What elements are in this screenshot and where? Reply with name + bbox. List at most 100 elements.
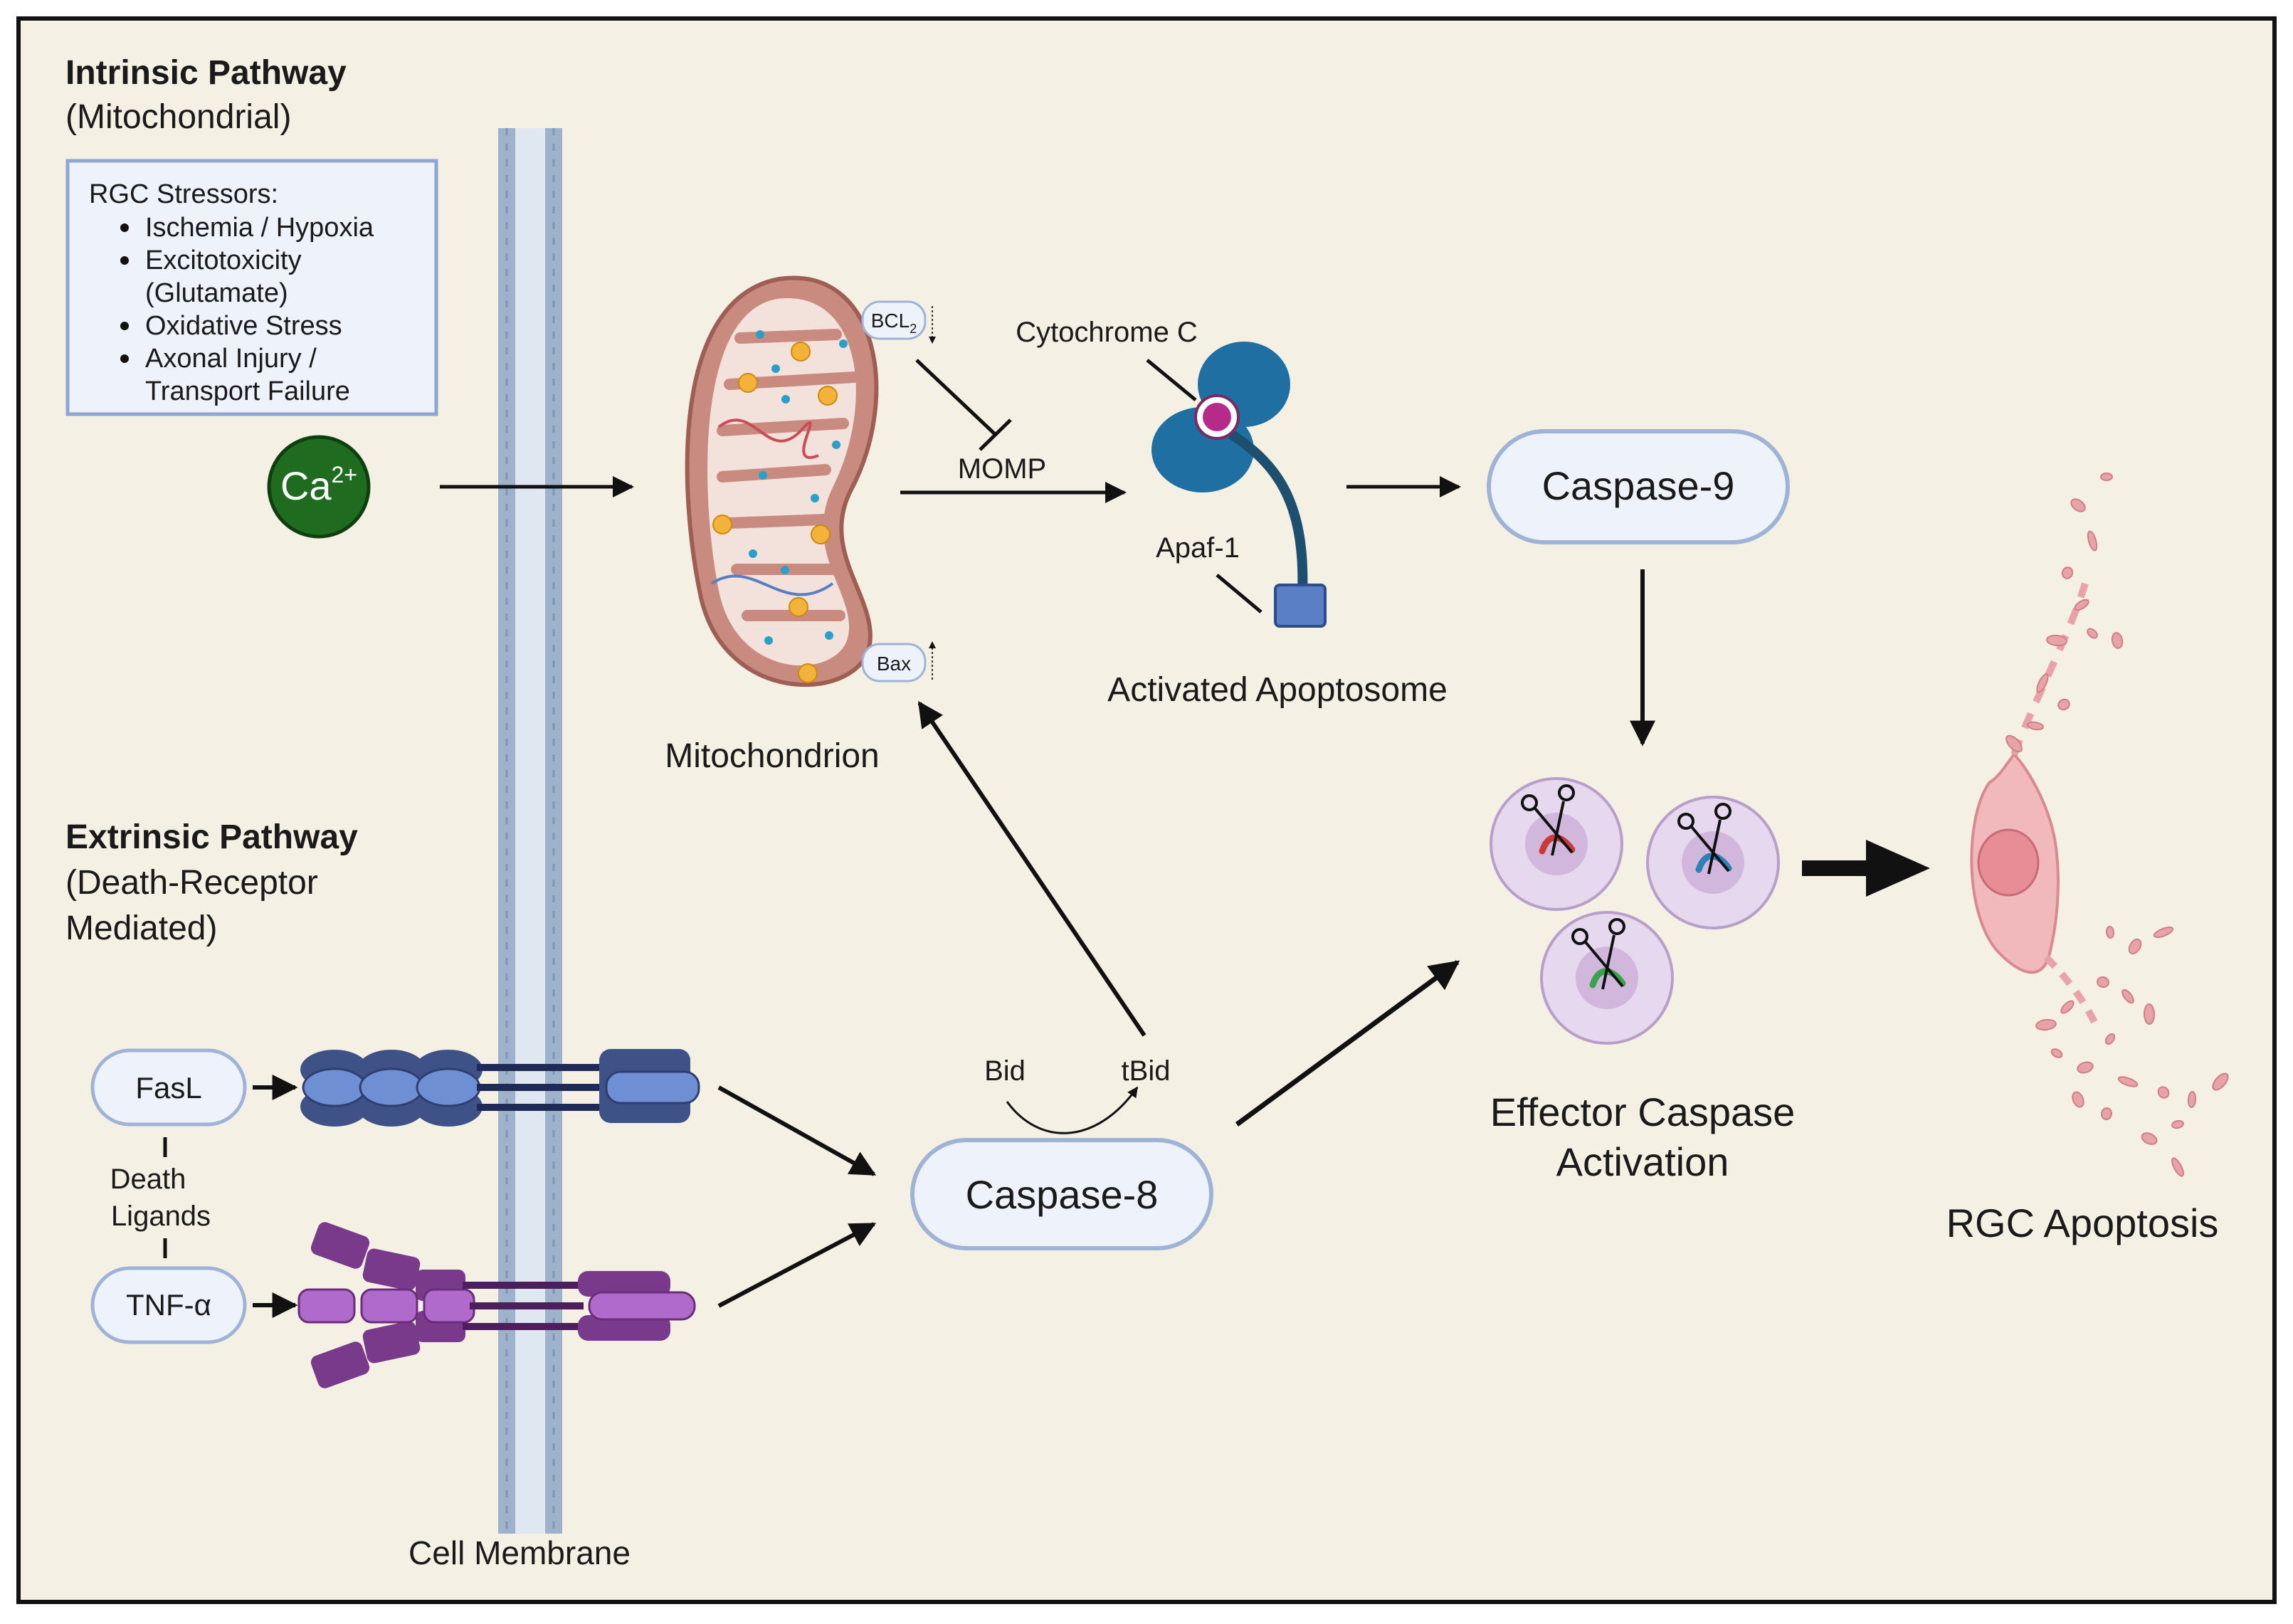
neuron-fragment — [2074, 599, 2089, 611]
bax-badge: Bax — [861, 641, 936, 682]
cytochrome-label: Cytochrome C — [1016, 317, 1198, 348]
mitochondrion-icon — [685, 275, 879, 687]
extrinsic-title: Extrinsic Pathway — [65, 818, 358, 856]
apoptosome-label: Activated Apoptosome — [1107, 671, 1448, 709]
stressor-item-text: Ischemia / Hypoxia — [145, 213, 374, 243]
neuron-fragment — [2070, 498, 2086, 512]
scissors-icon — [1677, 803, 1731, 875]
neuron-fragment — [2153, 927, 2174, 938]
extrinsic-subtitle-2: Mediated) — [65, 909, 217, 947]
tnf-receptor-icon — [297, 1222, 696, 1388]
neuron-fragment — [2104, 1033, 2116, 1045]
membrane-lipid-heads — [498, 128, 562, 1534]
neuron-fragment — [2212, 1072, 2229, 1091]
caspase8-label: Caspase-8 — [966, 1172, 1159, 1217]
neuron-fragment — [2157, 1086, 2170, 1099]
neuron-fragment — [2141, 1132, 2158, 1145]
neuron-fragment — [2060, 1000, 2075, 1014]
arrow-effector-to-apoptosis — [1802, 840, 1930, 897]
neuron-fragment — [2077, 1061, 2094, 1074]
stressor-item-text: Transport Failure — [145, 376, 350, 406]
effector-label-line1: Effector Caspase — [1490, 1090, 1796, 1134]
neuron-fragment — [2097, 976, 2109, 988]
bcl2-badge: BCL2 — [861, 300, 936, 344]
neuron-fragment — [2072, 1091, 2084, 1108]
arrow-caspase8-to-effector — [1235, 960, 1460, 1127]
stressors-heading: RGC Stressors: — [89, 179, 278, 209]
neuron-fragment — [2061, 566, 2074, 579]
effector-cells — [1490, 777, 1780, 1045]
neuron-fragment — [2057, 698, 2070, 711]
stressor-bullet — [120, 256, 129, 265]
bcl2-inhibits-momp — [915, 359, 1012, 451]
svg-text:Ca2+: Ca2+ — [280, 462, 357, 508]
neuron-fragment — [2046, 634, 2067, 647]
caspase9-label: Caspase-9 — [1542, 463, 1735, 508]
neuron-fragment — [2171, 1119, 2184, 1129]
stressor-bullet — [120, 223, 129, 232]
stressors-box: RGC Stressors: Ischemia / HypoxiaExcitot… — [65, 159, 438, 416]
stressor-bullet — [120, 322, 129, 330]
neuron-fragment — [2087, 530, 2098, 552]
arrow-tnf-to-caspase8 — [717, 1222, 877, 1308]
tbid-label: tBid — [1122, 1055, 1171, 1087]
death-ligands-line1: Death — [110, 1164, 186, 1195]
intrinsic-title: Intrinsic Pathway — [65, 54, 347, 92]
neuron-fragment — [2087, 628, 2098, 639]
cell-membrane — [498, 128, 562, 1534]
neuron-fragment — [2187, 1091, 2197, 1108]
neuron-fragment — [2100, 473, 2113, 481]
cytochrome-c-icon — [1194, 394, 1240, 440]
arrow-fas-to-caspase8 — [717, 1085, 877, 1176]
caspase8-pill: Caspase-8 — [910, 1138, 1213, 1250]
neuron-fragment — [2117, 1076, 2139, 1087]
effector-cell — [1646, 796, 1780, 929]
neuron-fragment — [2128, 938, 2142, 955]
outcome-label: RGC Apoptosis — [1946, 1201, 2219, 1245]
neuron-fragment — [2035, 1018, 2057, 1031]
effector-label-line2: Activation — [1556, 1139, 1729, 1184]
neuron-fragment — [2143, 1003, 2156, 1025]
neuron-fragment — [2100, 1107, 2113, 1120]
neuron-fragment — [2027, 721, 2044, 731]
apaf-pointer — [1216, 574, 1263, 613]
apaf-label: Apaf-1 — [1156, 532, 1240, 564]
calcium-ion: Ca2+ — [267, 435, 371, 539]
tnf-label: TNF-α — [126, 1288, 211, 1322]
neuron-fragment — [2005, 734, 2023, 753]
neuron-fragment — [2050, 1048, 2063, 1058]
stressor-item-text: (Glutamate) — [145, 278, 288, 308]
mitochondrion-label: Mitochondrion — [665, 737, 880, 775]
stressor-bullet — [120, 354, 129, 363]
calcium-charge: 2+ — [332, 462, 357, 487]
bcl2-label: BCL — [871, 310, 910, 332]
neuron-fragment — [2036, 673, 2049, 693]
caspase9-pill: Caspase-9 — [1487, 429, 1790, 544]
extrinsic-subtitle-1: (Death-Receptor — [65, 864, 318, 902]
apoptotic-neuron-icon — [1970, 473, 2229, 1177]
fasl-label: FasL — [135, 1071, 201, 1104]
momp-label: MOMP — [958, 453, 1046, 485]
neuron-fragments — [2005, 473, 2229, 1177]
fasl-pill: FasL — [90, 1048, 247, 1127]
tnf-pill: TNF-α — [90, 1266, 247, 1344]
bid-cleavage-arrow — [1006, 1086, 1139, 1134]
death-ligands-line2: Ligands — [111, 1201, 211, 1232]
scissors-icon — [1571, 918, 1625, 990]
bid-label: Bid — [984, 1055, 1026, 1087]
arrow-tbid-to-mito — [917, 701, 1146, 1037]
membrane-label: Cell Membrane — [408, 1534, 631, 1571]
stressor-item-text: Excitotoxicity — [145, 246, 302, 275]
neuron-fragment — [2105, 926, 2115, 939]
cytochrome-pointer — [1146, 359, 1197, 401]
svg-text:BCL2: BCL2 — [871, 310, 917, 336]
neuron-fragment — [2121, 988, 2134, 1004]
effector-cell — [1490, 777, 1623, 911]
bax-label: Bax — [877, 653, 911, 675]
scissors-icon — [1521, 784, 1575, 856]
fas-receptor-icon — [300, 1049, 700, 1127]
effector-cell — [1540, 911, 1674, 1045]
